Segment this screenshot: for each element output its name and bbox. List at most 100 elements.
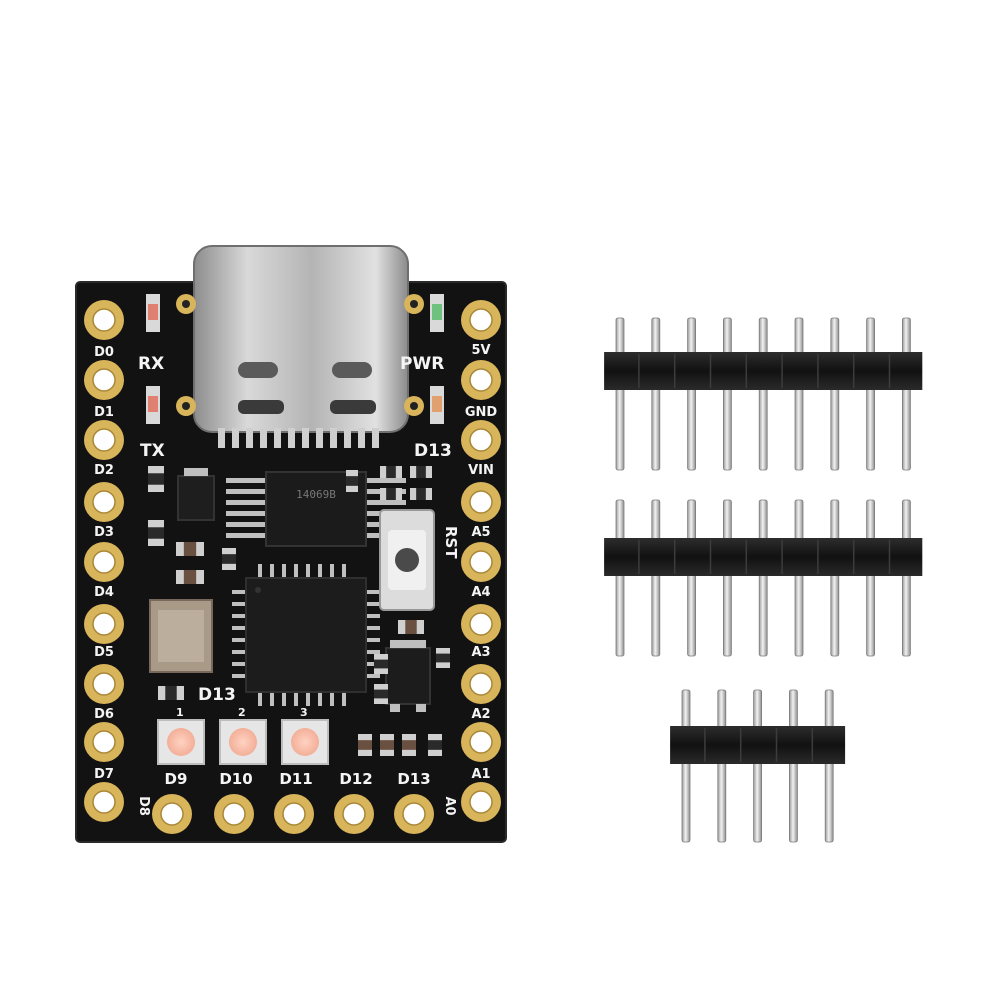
left-pin-pads (84, 300, 124, 822)
right-pad (461, 664, 501, 704)
bottom-pad (152, 794, 192, 834)
header-pin (723, 499, 732, 657)
left-pad (84, 722, 124, 762)
d13-led (430, 386, 444, 424)
right-pin-label: A0 (442, 796, 457, 815)
usb-c-connector (176, 245, 424, 448)
pwr-led (430, 294, 444, 332)
left-pin-label: D0 (94, 345, 114, 360)
rgb-led-1 (157, 719, 205, 765)
left-pad (84, 360, 124, 400)
led-number-3: 3 (300, 706, 308, 719)
header-pin (866, 317, 875, 471)
left-pin-label: D2 (94, 463, 114, 478)
right-pad (461, 604, 501, 644)
rx-label: RX (138, 354, 164, 374)
tx-label: TX (140, 441, 165, 461)
header-pin (651, 499, 661, 657)
left-pad (84, 420, 124, 460)
right-pin-label: A4 (471, 585, 490, 600)
header-pin (830, 499, 840, 657)
right-pad (461, 360, 501, 400)
header-pin (902, 499, 911, 657)
left-pin-label: D1 (94, 405, 114, 420)
microcontroller-board: 14069B (75, 245, 507, 843)
header-pin (753, 689, 762, 843)
header-pin (824, 689, 834, 843)
bottom-pin-label: D12 (339, 770, 372, 788)
left-pin-label: D7 (94, 767, 114, 782)
pin-header-strip (604, 499, 923, 657)
led-label: D13 (198, 685, 236, 705)
header-pin (830, 317, 840, 471)
header-pin (902, 317, 911, 471)
right-pad (461, 420, 501, 460)
header-pin (723, 317, 732, 471)
smd-components (148, 466, 450, 756)
right-pad (461, 300, 501, 340)
voltage-regulator (385, 640, 431, 712)
left-pad (84, 542, 124, 582)
bottom-pin-label: D10 (219, 770, 252, 788)
header-pin (615, 499, 625, 657)
header-pin (681, 689, 691, 843)
right-pad (461, 542, 501, 582)
pin-header-strip (604, 317, 923, 471)
header-plastic-block (604, 352, 923, 390)
right-pin-label: A5 (471, 525, 490, 540)
right-pad (461, 782, 501, 822)
left-pin-label: D8 (136, 796, 151, 816)
rgb-led-3 (281, 719, 329, 765)
pwr-label: PWR (400, 354, 444, 374)
header-pin (687, 317, 696, 471)
left-pad (84, 664, 124, 704)
header-plastic-block (670, 726, 846, 764)
pin-headers (604, 317, 923, 843)
left-pad (84, 604, 124, 644)
header-pin (687, 499, 696, 657)
left-pad (84, 482, 124, 522)
rx-led (146, 294, 160, 332)
led-number-2: 2 (238, 706, 246, 719)
bottom-pad (394, 794, 434, 834)
left-pin-label: D5 (94, 645, 114, 660)
header-pin (789, 689, 798, 843)
chip-marking: 14069B (296, 488, 336, 501)
header-pin (794, 317, 804, 471)
bottom-pad (214, 794, 254, 834)
left-pin-label: D6 (94, 707, 114, 722)
left-pad (84, 782, 124, 822)
d13-top-label: D13 (414, 441, 452, 461)
header-pin (758, 499, 768, 657)
bottom-pin-pads (152, 794, 434, 834)
right-pad (461, 482, 501, 522)
crystal-oscillator (149, 599, 213, 673)
rgb-led-2 (219, 719, 267, 765)
right-pin-label: 5V (471, 343, 490, 358)
right-pin-pads (461, 300, 501, 822)
header-pin (615, 317, 625, 471)
transistor (177, 468, 215, 521)
header-pin (794, 499, 804, 657)
right-pin-label: GND (465, 405, 498, 420)
header-pin (717, 689, 727, 843)
header-pin (651, 317, 661, 471)
bottom-pad (274, 794, 314, 834)
header-pin (866, 499, 875, 657)
header-pin (758, 317, 768, 471)
bottom-pin-label: D11 (279, 770, 312, 788)
right-pad (461, 722, 501, 762)
rst-label: RST (442, 526, 460, 559)
right-pin-label: A1 (471, 767, 490, 782)
pin-header-strip (670, 689, 846, 843)
left-pad (84, 300, 124, 340)
bottom-pin-label: D13 (397, 770, 430, 788)
left-pin-label: D3 (94, 525, 114, 540)
mcu-chip (232, 564, 380, 706)
header-plastic-block (604, 538, 923, 576)
tx-led (146, 386, 160, 424)
reset-button (379, 509, 435, 611)
usb-bridge-chip: 14069B (226, 471, 406, 547)
bottom-pad (334, 794, 374, 834)
